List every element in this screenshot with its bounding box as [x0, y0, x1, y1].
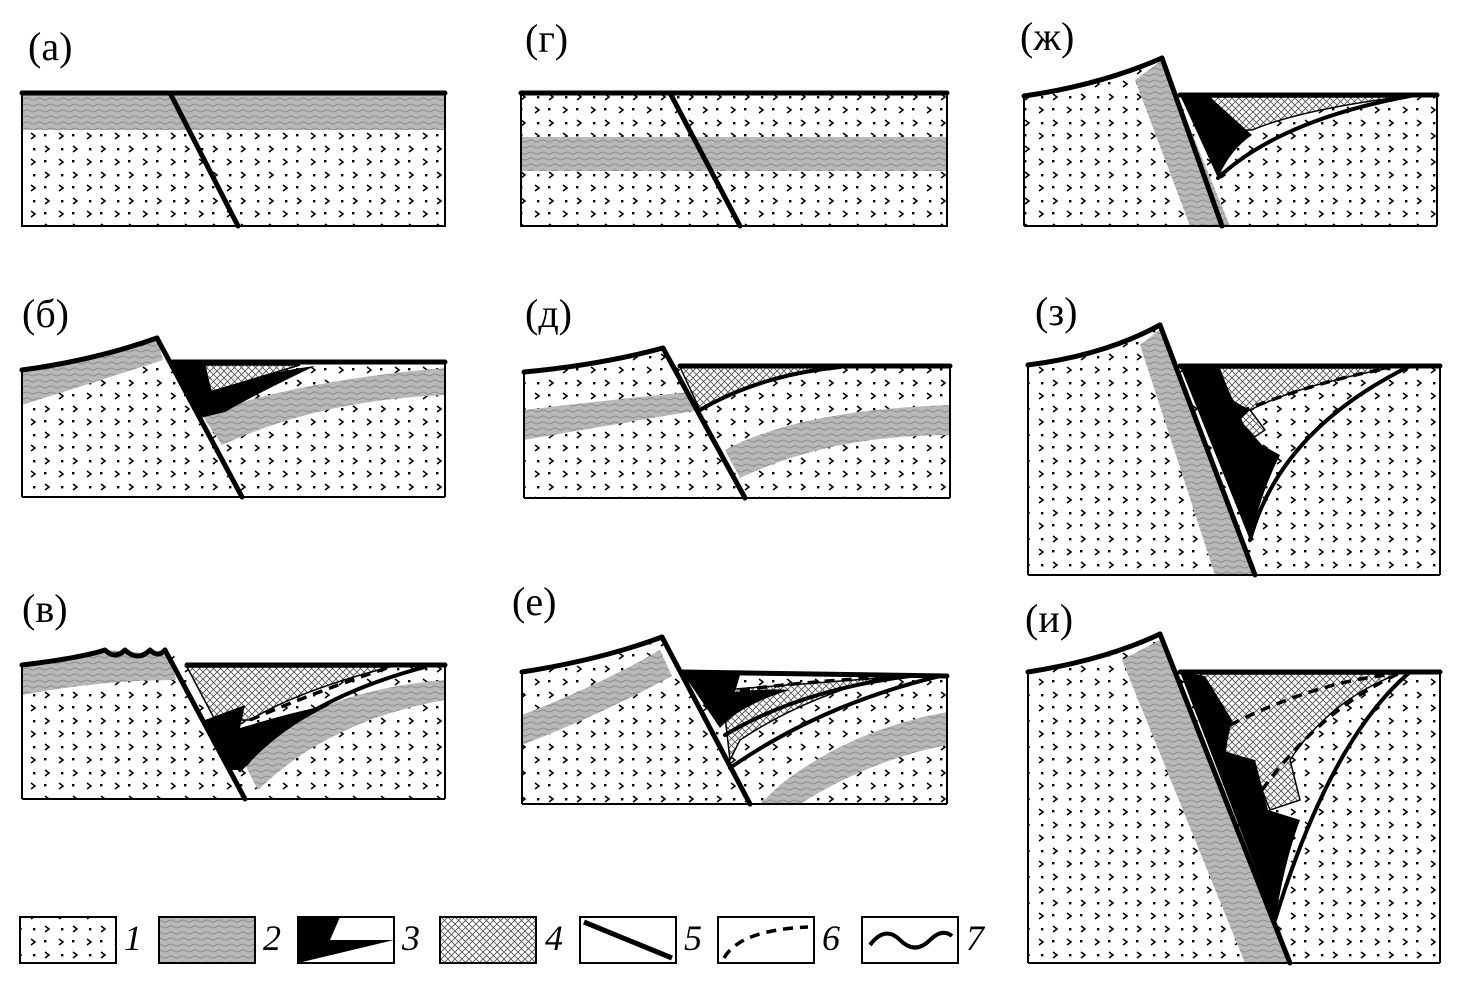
wavy-line-swatch — [868, 930, 954, 950]
panel-label-zh: (ж) — [1020, 14, 1074, 59]
dashed-boundary — [1239, 366, 1391, 414]
panel-zh: (ж) — [1020, 14, 1440, 229]
panel-v: (в) — [19, 586, 448, 802]
marker-layer-hangingwall — [725, 405, 950, 478]
dashed-boundary — [739, 675, 896, 692]
panel-e: (е) — [512, 579, 950, 807]
panel-label-i: (и) — [1025, 596, 1073, 641]
legend-item-3: 3 — [297, 916, 420, 964]
legend-num-7: 7 — [966, 918, 986, 958]
uplifted-surface — [19, 335, 160, 373]
black-wedge — [1180, 95, 1252, 178]
marker-layer-footwall — [522, 650, 672, 745]
host-rock-swatch — [19, 916, 117, 964]
marker-layer-swatch — [158, 916, 256, 964]
dashed-boundary — [249, 665, 391, 722]
panel-z: (з) — [1025, 289, 1443, 578]
legend-item-6: 6 — [717, 916, 840, 964]
legend-num-4: 4 — [545, 918, 563, 958]
host-rock — [524, 348, 950, 498]
panel-label-z: (з) — [1035, 289, 1077, 334]
legend-num-2: 2 — [263, 918, 281, 958]
marker-layer-hangingwall — [760, 712, 947, 804]
legend-num-6: 6 — [822, 918, 840, 958]
marker-layer-tilted — [1140, 328, 1255, 575]
listric-fault — [1216, 94, 1412, 180]
marker-layer-footwall — [524, 392, 700, 440]
listric-fault — [1273, 670, 1412, 922]
legend-num-1: 1 — [124, 918, 142, 958]
legend-item-5: 5 — [579, 916, 702, 964]
legend-num-5: 5 — [684, 918, 702, 958]
panel-label-a: (а) — [28, 24, 72, 69]
listric-fault — [238, 665, 427, 772]
panel-a: (а) — [19, 24, 448, 229]
dashed-boundary-upper — [1229, 672, 1399, 727]
ground-surface — [679, 669, 950, 679]
dashed-boundary-lower — [1260, 672, 1399, 792]
panel-d: (д) — [521, 291, 953, 501]
marker-layer — [521, 137, 947, 171]
legend-num-3: 3 — [401, 918, 420, 958]
black-wedge — [170, 362, 315, 418]
solid-line-swatch — [583, 919, 673, 961]
fault-line — [659, 634, 753, 807]
legend-item-2: 2 — [158, 916, 281, 964]
marker-layer-hangingwall — [202, 368, 445, 445]
panel-i: (и) — [1025, 596, 1443, 966]
legend-item-1: 1 — [19, 916, 142, 964]
black-wedge — [1180, 672, 1300, 920]
uplifted-surface — [1025, 631, 1163, 675]
fault-line — [1159, 55, 1225, 229]
fault-line — [660, 345, 748, 501]
panel-label-b: (б) — [22, 291, 69, 336]
uplifted-surface — [1025, 322, 1163, 368]
fault-line — [1157, 631, 1293, 966]
black-wedge-swatch — [298, 917, 394, 963]
listric-fault — [698, 365, 842, 412]
listric-fault — [1248, 364, 1412, 542]
panel-label-e: (е) — [512, 579, 556, 624]
uplifted-surface — [521, 345, 666, 375]
panel-g: (г) — [518, 16, 950, 229]
panel-label-d: (д) — [525, 291, 572, 336]
black-wedge — [1180, 366, 1280, 540]
marker-layer-tilted — [1122, 640, 1290, 963]
fault-line — [1157, 322, 1258, 578]
listric-fault-upper — [723, 674, 912, 737]
uplifted-surface — [1021, 55, 1165, 99]
legend-item-4: 4 — [439, 916, 563, 964]
fault-line — [167, 90, 241, 229]
legend: 1 2 3 4 5 6 7 — [19, 916, 986, 964]
marker-layer — [22, 95, 445, 130]
fault-line — [162, 647, 248, 802]
wavy-surface — [19, 647, 168, 668]
panel-label-v: (в) — [22, 586, 68, 631]
panel-label-g: (г) — [525, 16, 568, 61]
marker-layer-hangingwall — [240, 680, 445, 790]
fault-line — [667, 90, 743, 229]
black-wedge — [682, 672, 790, 728]
crosshatch-swatch — [439, 916, 537, 964]
dashed-line-swatch — [722, 925, 809, 959]
fault-line — [154, 335, 245, 500]
panel-b: (б) — [19, 291, 448, 500]
listric-fault-lower — [728, 674, 942, 770]
marker-layer-footwall — [22, 338, 163, 405]
legend-item-7: 7 — [861, 916, 986, 964]
uplifted-surface — [519, 634, 665, 675]
